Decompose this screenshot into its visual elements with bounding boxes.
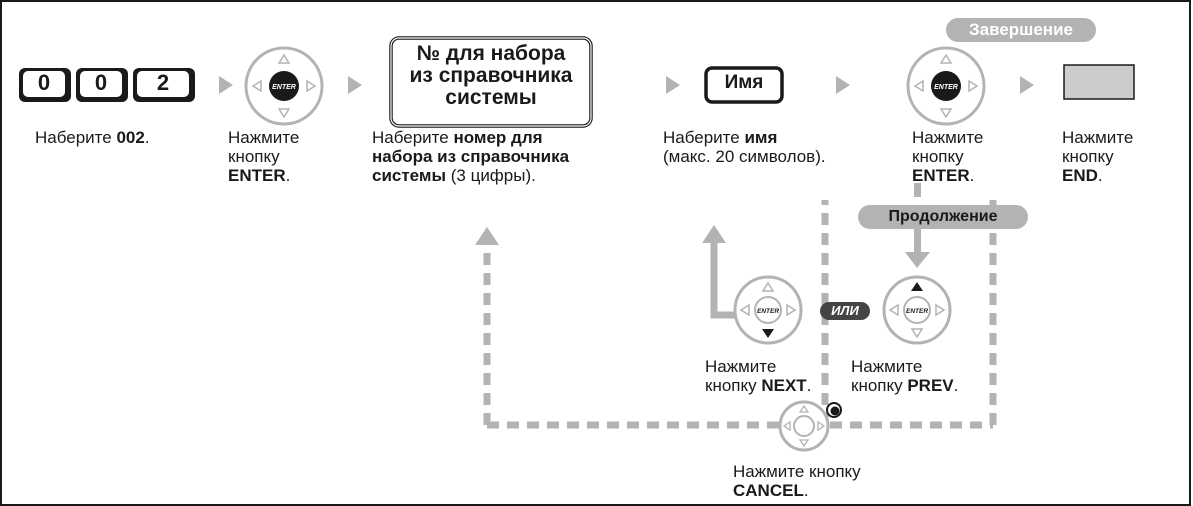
enter-key-label: ENTER <box>272 84 296 91</box>
navigator-enter-1[interactable]: ENTER <box>244 46 324 126</box>
enter-connector <box>914 183 921 197</box>
step6-text: Нажмите кнопку END. <box>1062 128 1134 185</box>
finish-pill: Завершение <box>946 18 1096 42</box>
digit-label-0-a: 0 <box>37 70 51 95</box>
or-badge: ИЛИ <box>820 302 870 320</box>
directory-number-box <box>389 36 593 128</box>
end-key[interactable] <box>1063 64 1135 100</box>
digit-key-2[interactable] <box>133 68 195 102</box>
digit-label-0-b: 0 <box>94 70 108 95</box>
next-return-arrow <box>710 240 740 319</box>
digit-key-0-a[interactable] <box>19 68 71 102</box>
enter-key-label: ENTER <box>934 84 958 91</box>
step-arrow-1 <box>219 76 233 94</box>
enter-key-label: ENTER <box>757 308 779 315</box>
continue-pill: Продолжение <box>858 205 1028 229</box>
step-arrow-2 <box>348 76 362 94</box>
next-up-arrow <box>702 225 726 243</box>
name-key[interactable] <box>704 66 784 104</box>
navigator-prev[interactable]: ENTER <box>882 275 952 345</box>
cancel-button-icon <box>826 402 842 418</box>
step-arrow-4 <box>836 76 850 94</box>
navigator-cancel[interactable] <box>778 400 830 452</box>
step5-text: Нажмите кнопку ENTER. <box>912 128 984 185</box>
navigator-enter-2[interactable]: ENTER <box>906 46 986 126</box>
step2-text: Нажмите кнопку ENTER. <box>228 128 300 185</box>
next-step-text: Нажмите кнопку NEXT. <box>705 357 812 395</box>
step1-text: Наберите 002. <box>35 128 150 147</box>
directory-box-line1: № для набора <box>416 42 566 65</box>
prev-step-text: Нажмите кнопку PREV. <box>851 357 959 395</box>
cancel-step-text: Нажмите кнопку CANCEL. <box>733 462 861 500</box>
enter-key-label: ENTER <box>906 308 928 315</box>
step-arrow-3 <box>666 76 680 94</box>
step3-text: Наберите номер для набора из справочника… <box>372 128 570 185</box>
step-arrow-5 <box>1020 76 1034 94</box>
directory-box-line3: системы <box>445 86 537 109</box>
continue-arrow-shaft <box>914 226 921 254</box>
continue-down-arrow <box>905 252 930 268</box>
name-key-label: Имя <box>724 72 764 93</box>
navigator-next[interactable]: ENTER <box>733 275 803 345</box>
dashed-loop <box>483 200 997 429</box>
step4-text: Наберите имя (макс. 20 символов). <box>663 128 826 166</box>
directory-box-line2: из справочника <box>409 64 573 87</box>
loop-up-arrow-left <box>475 227 499 245</box>
digit-label-2: 2 <box>156 70 170 95</box>
digit-key-0-b[interactable] <box>76 68 128 102</box>
